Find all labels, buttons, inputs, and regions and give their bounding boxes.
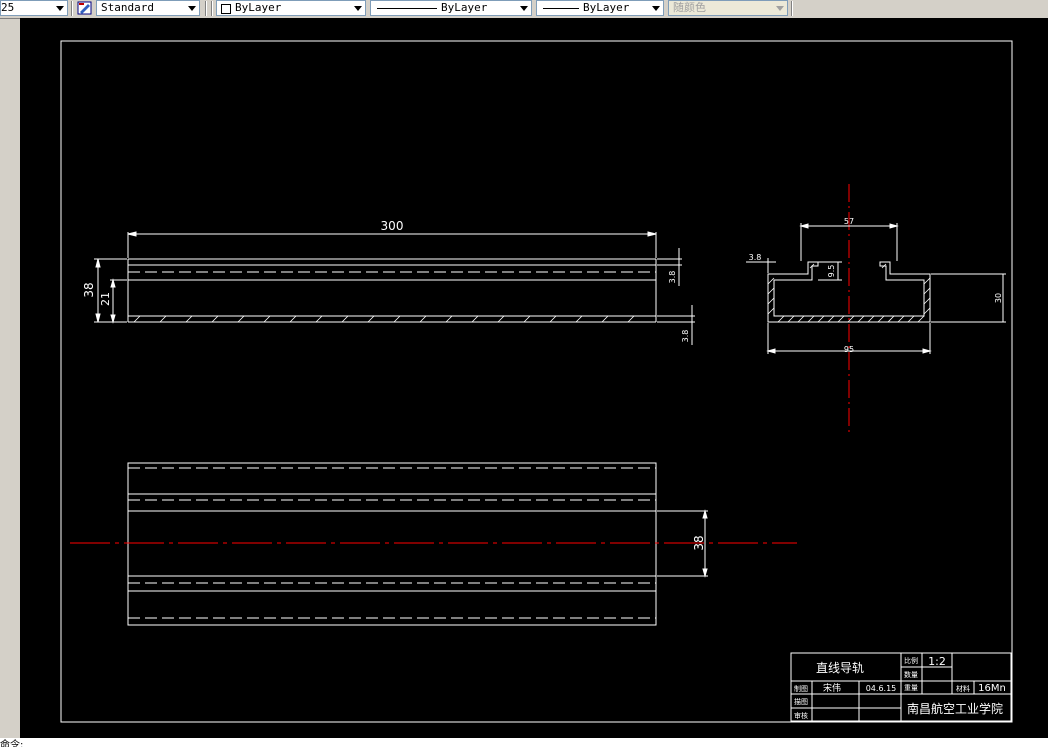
toolbar-separator [205,1,207,16]
section-hatch [767,263,931,323]
front-height-dim: 38 [82,282,96,297]
command-line[interactable]: 命令: [0,738,1048,747]
color-swatch-icon [221,4,231,14]
chevron-down-icon [354,6,362,11]
part-name: 直线导轨 [816,661,864,675]
quantity-label: 数量 [904,670,918,679]
linetype-sample [377,8,437,9]
chevron-down-icon [520,6,528,11]
front-thickness-dim-2: 3.8 [681,330,690,343]
dim-scale-dropdown[interactable]: 25 [0,0,68,16]
plan-width-dim: 38 [692,535,706,550]
cad-drawing: 300 38 21 3.8 3.8 [60,40,1013,723]
draw-date: 04.6.15 [866,684,897,693]
section-slot-dim: 9.5 [827,265,836,278]
lineweight-dropdown[interactable]: ByLayer [536,0,664,16]
material-value: 16Mn [978,683,1006,694]
command-prompt: 命令: [0,740,24,747]
toolbar-separator [791,1,793,16]
toolbar-separator [211,1,213,16]
institution-name: 南昌航空工业学院 [907,701,1003,716]
toolbar-separator [71,1,73,16]
drawn-label: 制图 [794,684,808,693]
sheet-border [60,40,1013,723]
drawer-name: 宋伟 [823,682,841,694]
front-view[interactable] [94,231,695,345]
front-view-hatch [133,315,635,323]
properties-toolbar: 25 Standard ByLayer ByLayer ByLayer 随颜色 [0,0,1048,19]
color-value: ByLayer [235,1,282,14]
chevron-down-icon [188,6,196,11]
chevron-down-icon [776,6,784,11]
material-label: 材料 [956,684,970,693]
linetype-dropdown[interactable]: ByLayer [370,0,532,16]
design-label: 描图 [794,697,808,706]
section-height-dim: 30 [994,293,1003,303]
text-style-icon[interactable] [76,0,94,16]
scale-value: 1:2 [928,655,946,668]
plan-view[interactable] [70,462,797,626]
section-small-dim: 3.8 [749,253,762,262]
lineweight-sample [543,8,579,9]
dim-scale-value: 25 [1,1,15,14]
text-style-value: Standard [101,1,154,14]
front-length-dim: 300 [381,219,404,233]
plot-style-value: 随颜色 [673,1,706,14]
plot-style-dropdown[interactable]: 随颜色 [668,0,788,16]
section-view[interactable] [746,184,1006,432]
review-label: 审核 [794,711,808,720]
scale-label: 比例 [904,656,918,665]
chevron-down-icon [652,6,660,11]
section-width-dim: 95 [844,345,854,354]
section-top-width-dim: 57 [844,217,854,226]
drawing-canvas[interactable]: 300 38 21 3.8 3.8 [20,18,1048,738]
weight-label: 重量 [904,684,918,692]
color-dropdown[interactable]: ByLayer [216,0,366,16]
text-style-dropdown[interactable]: Standard [96,0,200,16]
front-inner-dim: 21 [99,292,112,306]
linetype-value: ByLayer [441,1,488,14]
lineweight-value: ByLayer [583,1,630,14]
title-block[interactable] [790,652,1012,722]
chevron-down-icon [56,6,64,11]
front-thickness-dim-1: 3.8 [668,271,677,284]
